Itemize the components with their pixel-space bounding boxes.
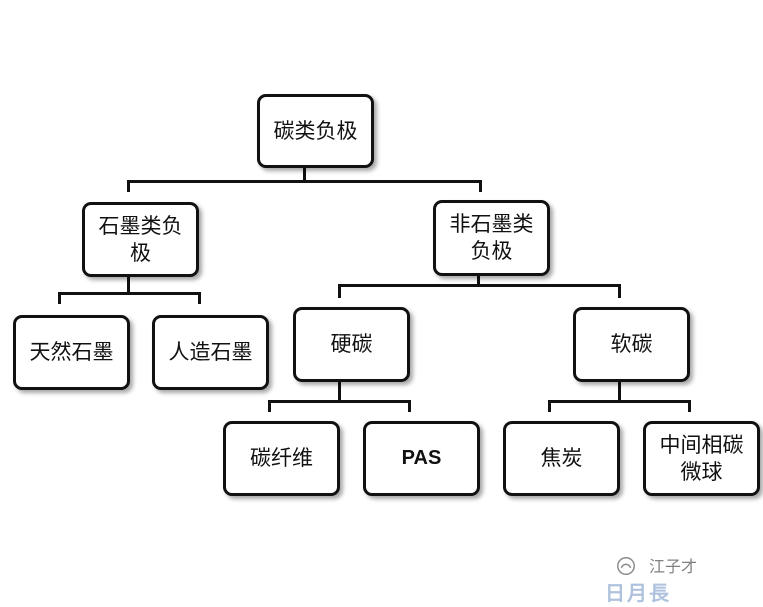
connector-graphite-bar	[58, 292, 201, 295]
connector-soft-carbon-bar	[548, 400, 691, 403]
node-non-graphite-anode: 非石墨类负极	[433, 200, 550, 276]
connector-soft-carbon-stem	[618, 381, 621, 402]
connector-to-hard-carbon	[338, 284, 341, 298]
watermark: 江子才 日月長	[605, 553, 755, 605]
node-natural-graphite: 天然石墨	[13, 315, 130, 390]
connector-root-stem	[303, 167, 306, 182]
connector-hard-carbon-stem	[338, 381, 341, 402]
node-label: PAS	[401, 447, 442, 469]
connector-non-graphite-bar	[338, 284, 621, 287]
wechat-logo-icon	[617, 557, 635, 575]
node-label: 碳类负极	[273, 118, 358, 143]
node-label: 软碳	[610, 332, 653, 356]
node-artificial-graphite: 人造石墨	[152, 315, 269, 390]
connector-to-soft-carbon	[618, 284, 621, 298]
node-soft-carbon: 软碳	[573, 307, 690, 382]
node-carbon-anode: 碳类负极	[257, 94, 374, 168]
node-carbon-fiber: 碳纤维	[223, 421, 340, 496]
node-label: 人造石墨	[168, 340, 253, 364]
node-mesocarbon-microbeads: 中间相碳微球	[643, 421, 760, 496]
node-graphite-anode: 石墨类负极	[82, 202, 199, 277]
connector-to-pas	[408, 400, 411, 412]
connector-to-carbon-fiber	[268, 400, 271, 412]
connector-root-bar	[127, 180, 482, 183]
connector-to-artificial-graphite	[198, 292, 201, 304]
node-label: 硬碳	[330, 332, 373, 356]
connector-to-graphite	[127, 180, 130, 192]
node-label: 碳纤维	[250, 446, 313, 470]
node-label: 石墨类负极	[98, 213, 183, 265]
connector-hard-carbon-bar	[268, 400, 411, 403]
watermark-account-name: 江子才	[649, 557, 698, 576]
connector-to-natural-graphite	[58, 292, 61, 304]
connector-to-mcmb	[688, 400, 691, 412]
node-label: 非石墨类负极	[449, 212, 534, 263]
node-hard-carbon: 硬碳	[293, 307, 410, 382]
node-label: 焦炭	[540, 446, 583, 470]
connector-to-coke	[548, 400, 551, 412]
node-pas: PAS	[363, 421, 480, 496]
node-label: 中间相碳微球	[659, 432, 744, 484]
connector-non-graphite-stem	[477, 275, 480, 286]
watermark-brand: 日月長	[605, 581, 671, 605]
node-coke: 焦炭	[503, 421, 620, 496]
node-label: 天然石墨	[29, 340, 114, 364]
connector-to-non-graphite	[479, 180, 482, 192]
connector-graphite-stem	[127, 276, 130, 294]
